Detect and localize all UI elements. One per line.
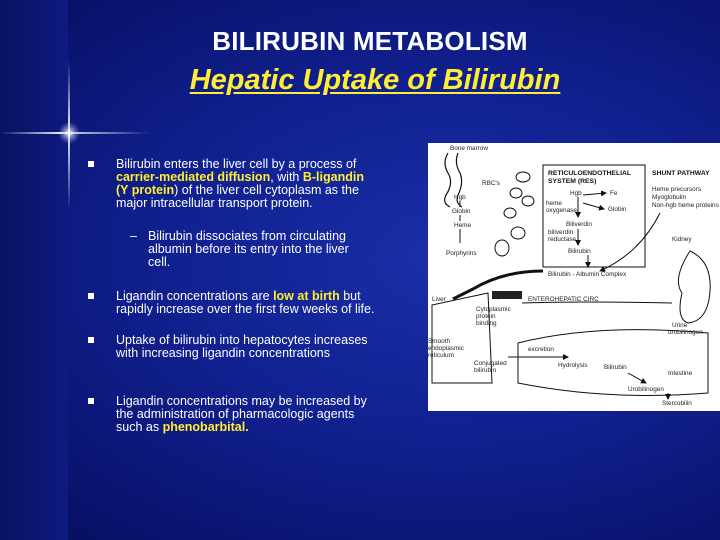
label-bilirubin-intestine: Bilirubin [604,364,627,371]
label-conjugated-1: Conjugated [474,360,507,367]
liver-cell [431,292,493,384]
label-rbcs: RBC's [482,180,500,187]
label-heme-oxygenase-1: heme [546,200,562,207]
label-shunt-1: Heme precursors [652,186,701,193]
arrow [627,372,647,384]
rbc-cell [503,207,517,219]
bullet-marker [88,161,94,167]
kidney-shape [677,250,711,324]
label-hgb-left: Hgb [454,194,466,201]
enterohepatic-path [521,301,673,304]
label-res-title-2: SYSTEM (RES) [548,178,596,185]
label-res-title-1: RETICULOENDOTHELIAL [548,170,631,177]
label-cytoplasmic-1: Cytoplasmic [476,306,512,313]
label-urobilinogen: Urobilinogen [628,386,664,393]
label-stercobilin: Stercobilin [662,400,692,407]
highlight-ligandin: B-ligandin (Y protein [116,170,364,197]
label-shunt-2: Myoglobulin [652,194,687,201]
label-biliverdin: Biliverdin [566,221,592,228]
shunt-arrow [599,212,661,272]
highlight-phenobarbital: phenobarbital. [162,420,249,434]
label-smooth-er-2: endoplasmic [428,345,465,352]
label-shunt-pathway: SHUNT PATHWAY [652,170,710,177]
label-bone-marrow: Bone marrow [450,145,488,152]
label-biliverdin-reductase-2: reductase [548,236,577,243]
rbc-cell [510,226,526,240]
rbc-cell [494,239,510,257]
label-kidney: Kidney [672,236,692,243]
rbc-cell [509,187,523,199]
slide-subtitle: Hepatic Uptake of Bilirubin [189,64,561,96]
label-urine-1: Urine [672,322,688,329]
label-conjugated-2: bilirubin [474,367,496,374]
lens-flare-glow [58,122,80,144]
albumin-flow [452,269,544,301]
highlight-low-at-birth: low at birth [273,289,340,303]
label-porphyrins: Porphyrins [446,250,477,257]
label-smooth-er-1: Smooth [428,338,450,345]
label-bili-albumin: Bilirubin - Albumin Complex [548,271,627,278]
label-excretion: excretion [528,346,554,353]
label-urine-2: urobilinogen [668,329,703,336]
slide-title: BILIRUBIN METABOLISM [212,26,528,56]
uptake-bar [492,291,522,299]
arrow [582,202,605,211]
highlight-carrier-mediated: carrier-mediated diffusion [116,170,271,184]
label-smooth-er-3: reticulum [428,352,454,359]
bullet-text: Ligandin concentrations are low at birth… [116,289,375,316]
label-biliverdin-reductase-1: biliverdin [548,229,574,236]
res-box [542,164,646,268]
bullet-marker [88,293,94,299]
bilirubin-metabolism-diagram: Bone marrow RBC's Hgb Globin Heme Porphy… [428,143,720,411]
bullet-marker [88,398,94,404]
diagram-svg: Bone marrow RBC's Hgb Globin Heme Porphy… [428,145,719,407]
bullet-text: Ligandin concentrations may be increased… [116,394,367,434]
label-shunt-3: Non-hgb heme proteins [652,202,719,209]
label-intestine: Intestine [668,370,693,377]
label-globin-left: Globin [452,208,471,215]
label-cytoplasmic-3: binding [476,320,497,327]
label-bilirubin-res: Bilirubin [568,248,591,255]
label-cytoplasmic-2: protein [476,313,496,320]
sub-bullet-dash: – [130,229,137,243]
label-hgb: Hgb [570,190,582,197]
rbc-cell [521,195,535,207]
label-globin: Globin [608,206,627,213]
label-heme-left: Heme [454,222,471,229]
bone-shape [444,152,452,208]
label-heme-oxygenase-2: oxygenase [546,207,577,214]
intestine-shape [517,329,709,396]
bullet-text: Uptake of bilirubin into hepatocytes inc… [116,333,368,360]
label-liver: Liver [432,296,447,303]
label-enterohepatic: ENTEROHEPATIC CIRC [528,296,599,303]
arrow [582,190,607,197]
bullet-text: Bilirubin enters the liver cell by a pro… [116,157,364,210]
label-hydrolysis: Hydrolysis [558,362,587,369]
label-fe: Fe [610,190,618,197]
rbc-cell [515,171,531,183]
left-band [0,0,68,540]
bullet-marker [88,337,94,343]
bone-shape-outline [455,152,463,208]
sub-bullet-text: Bilirubin dissociates from circulating a… [148,229,349,269]
